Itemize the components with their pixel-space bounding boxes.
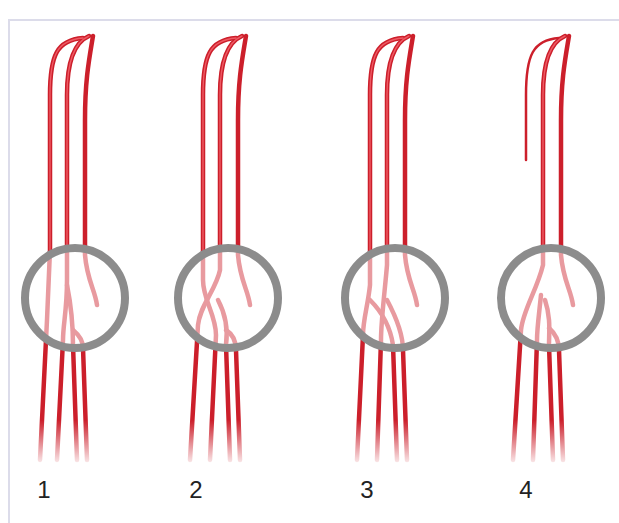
panel-number: 1 <box>37 478 50 502</box>
variant-4 <box>501 36 601 460</box>
variant-1 <box>25 36 125 460</box>
panel-number: 4 <box>519 478 532 502</box>
variant-3 <box>345 36 445 460</box>
panel-number: 2 <box>189 478 202 502</box>
variant-2 <box>178 36 278 460</box>
panel-number: 3 <box>360 478 373 502</box>
